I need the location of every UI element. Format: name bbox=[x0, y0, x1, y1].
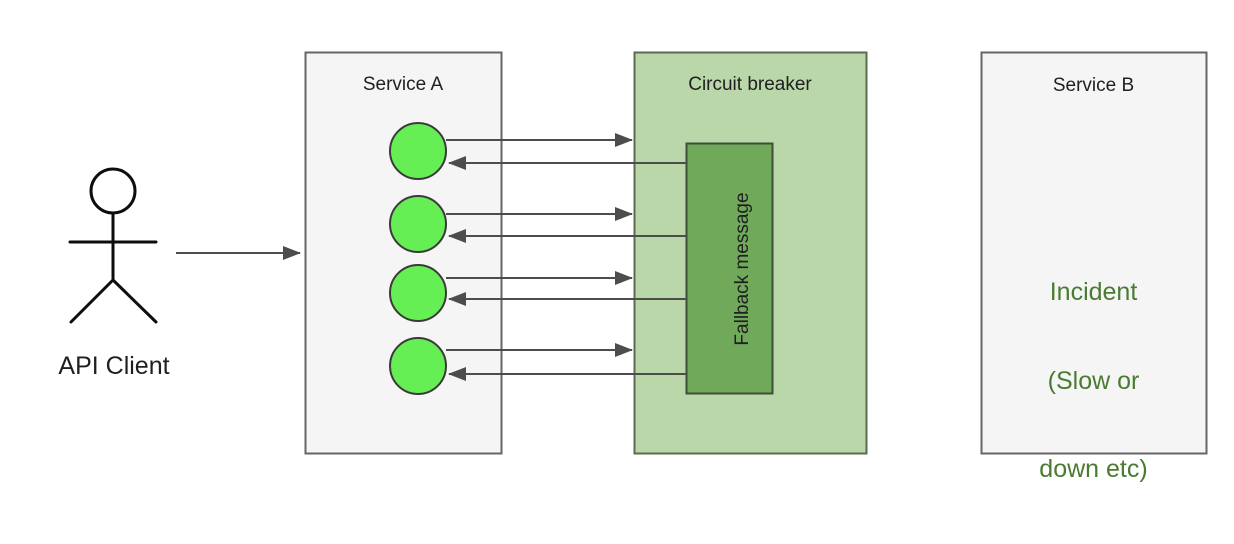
outgoing-call-arrows bbox=[446, 133, 633, 357]
incident-line-3: down etc) bbox=[1039, 455, 1148, 483]
service-node-1[interactable] bbox=[389, 122, 447, 180]
service-a-title: Service A bbox=[362, 74, 444, 95]
service-node-4[interactable] bbox=[389, 337, 447, 395]
service-a-nodes bbox=[389, 122, 447, 395]
service-b-title: Service B bbox=[1052, 75, 1135, 96]
api-client-label: API Client bbox=[58, 352, 170, 380]
diagram-canvas: Service A Circuit breaker Service B Fall… bbox=[58, 51, 1208, 483]
service-b-box[interactable] bbox=[980, 51, 1208, 455]
fallback-message-box[interactable] bbox=[685, 142, 774, 395]
fallback-message-label: Fallback message bbox=[732, 192, 753, 346]
stick-figure-icon bbox=[68, 167, 158, 324]
service-node-2[interactable] bbox=[389, 195, 447, 253]
fallback-return-arrows bbox=[448, 156, 686, 381]
service-b-incident-status: Incident (Slow or down etc) bbox=[981, 219, 1206, 544]
service-a-box[interactable] bbox=[304, 51, 503, 455]
diagram-vector-layer bbox=[68, 51, 1208, 455]
service-node-3[interactable] bbox=[389, 264, 447, 322]
incident-line-2: (Slow or bbox=[1047, 366, 1140, 395]
incident-line-1: Incident bbox=[1049, 278, 1138, 306]
circuit-breaker-title: Circuit breaker bbox=[688, 74, 812, 95]
